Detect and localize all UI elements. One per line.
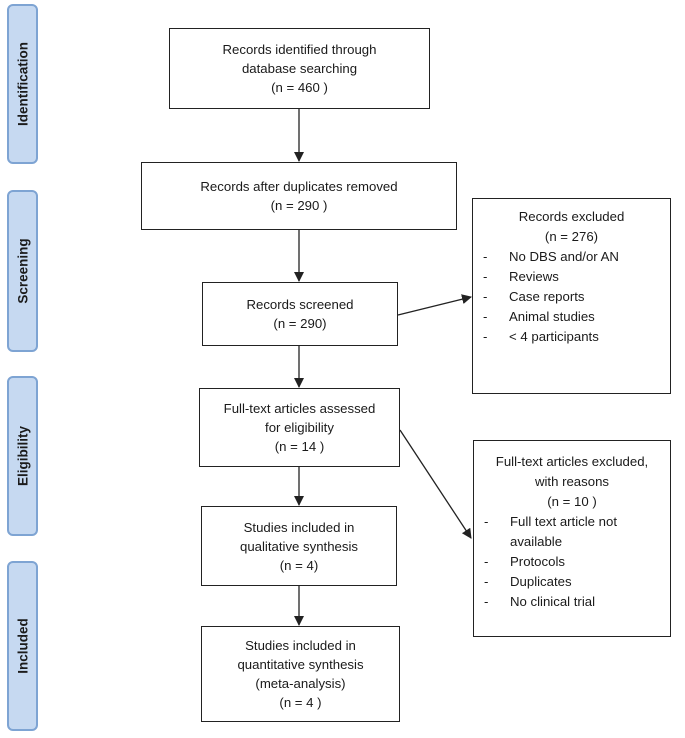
- box-quantitative-line1: Studies included in: [245, 638, 356, 653]
- fulltext-excluded-title-line1: Full-text articles excluded,: [495, 454, 649, 469]
- box-records-identified-count: (n = 460 ): [271, 80, 328, 95]
- arrow-assessed-to-fulltext-excluded: [399, 429, 472, 539]
- records-excluded-reason: Case reports: [473, 287, 670, 307]
- fulltext-excluded-reasons: Full text article not available Protocol…: [474, 512, 670, 612]
- box-records-screened: Records screened (n = 290): [202, 282, 398, 346]
- records-excluded-reasons: No DBS and/or AN Reviews Case reports An…: [473, 247, 670, 347]
- records-excluded-reason: Animal studies: [473, 307, 670, 327]
- box-assessed-count: (n = 14 ): [274, 439, 325, 454]
- box-records-identified-line1: Records identified through: [222, 42, 377, 57]
- fulltext-excluded-title-line2: with reasons: [534, 474, 610, 489]
- box-qualitative-count: (n = 4): [279, 557, 319, 573]
- box-after-duplicates-count: (n = 290 ): [270, 198, 328, 213]
- box-qualitative-line2: qualitative synthesis: [239, 538, 359, 554]
- fulltext-excluded-reason-continued: available: [510, 534, 563, 549]
- arrow-screened-to-excluded: [397, 294, 472, 316]
- box-quantitative-synthesis: Studies included in quantitative synthes…: [201, 626, 400, 722]
- box-assessed-line1: Full-text articles assessed: [223, 401, 376, 416]
- records-excluded-count: (n = 276): [544, 229, 599, 244]
- box-records-after-duplicates: Records after duplicates removed (n = 29…: [141, 162, 457, 230]
- box-quantitative-line2: quantitative synthesis: [237, 657, 364, 672]
- phase-included: Included: [7, 561, 38, 731]
- records-excluded-reason: Reviews: [473, 267, 670, 287]
- box-quantitative-line3: (meta-analysis): [255, 676, 346, 691]
- box-assessed-line2: for eligibility: [265, 420, 334, 435]
- box-records-identified: Records identified through database sear…: [169, 28, 430, 109]
- fulltext-excluded-reason: Duplicates: [474, 572, 670, 592]
- box-screened-line1: Records screened: [246, 297, 354, 312]
- phase-identification: Identification: [7, 4, 38, 164]
- fulltext-excluded-reason: Full text article not: [474, 512, 670, 532]
- fulltext-excluded-count: (n = 10 ): [547, 494, 597, 509]
- records-excluded-reason: No DBS and/or AN: [473, 247, 670, 267]
- phase-screening: Screening: [7, 190, 38, 352]
- box-quantitative-count: (n = 4 ): [279, 695, 322, 710]
- fulltext-excluded-reason: No clinical trial: [474, 592, 670, 612]
- records-excluded-reason: < 4 participants: [473, 327, 670, 347]
- box-screened-count: (n = 290): [273, 316, 327, 331]
- box-records-excluded: Records excluded (n = 276) No DBS and/or…: [472, 198, 671, 394]
- box-qualitative-synthesis: Studies included in qualitative synthesi…: [201, 506, 397, 586]
- box-qualitative-line1: Studies included in: [243, 519, 355, 535]
- phase-eligibility: Eligibility: [7, 376, 38, 536]
- fulltext-excluded-reason: Protocols: [474, 552, 670, 572]
- box-fulltext-excluded: Full-text articles excluded, with reason…: [473, 440, 671, 637]
- box-fulltext-assessed: Full-text articles assessed for eligibil…: [199, 388, 400, 467]
- box-after-duplicates-line1: Records after duplicates removed: [200, 179, 398, 194]
- records-excluded-title: Records excluded: [518, 209, 625, 224]
- box-records-identified-line2: database searching: [241, 61, 358, 76]
